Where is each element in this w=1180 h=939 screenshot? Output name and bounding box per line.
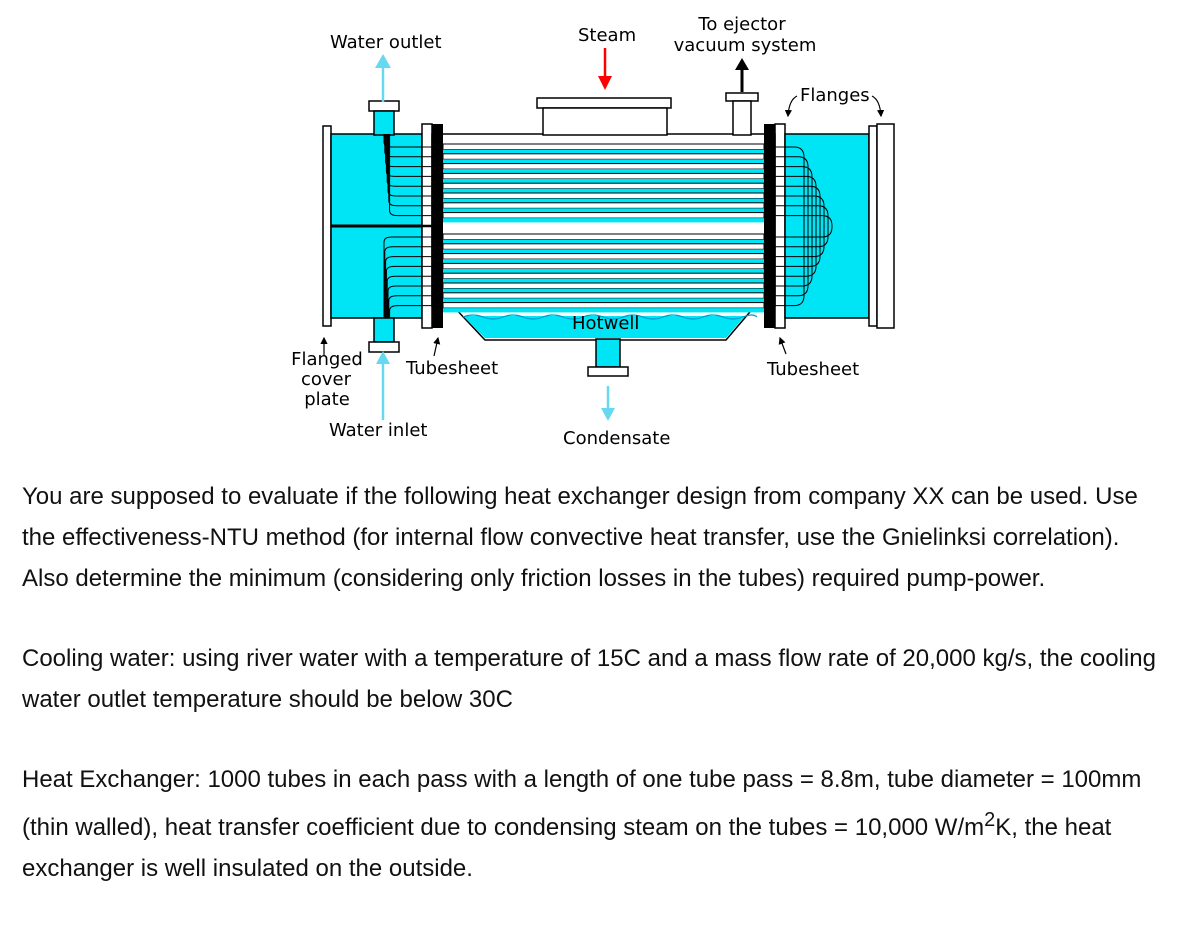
vacuum-arrow [735,58,749,92]
tube-gap [443,249,764,254]
ejector-label-line1: To ejector [697,14,786,35]
tube [442,302,765,309]
problem-statement: You are supposed to evaluate if the foll… [22,476,1167,889]
tube-gap [443,178,764,184]
tube [442,282,765,289]
flanged-label-line2: cover [301,369,352,390]
return-path [775,195,825,258]
tube [442,202,765,209]
right-water-box [774,123,895,329]
problem-paragraph-3: Heat Exchanger: 1000 tubes in each pass … [22,759,1167,889]
tube-gap [443,308,764,313]
tube-gap [443,208,764,213]
tube-gap [443,188,764,193]
tube-gap [443,159,764,164]
tube-gap [443,239,764,244]
flanges-pointer-right [871,95,885,118]
flanges-label: Flanges [800,85,870,106]
tube [442,233,765,240]
tubesheet-left-pointer [433,336,441,357]
problem-paragraph-3-part-1: Heat Exchanger: 1000 tubes in each pass … [22,766,1142,841]
tube [442,182,765,190]
flanges-pointer-left [784,95,798,118]
water-outlet-label: Water outlet [330,32,442,53]
flanged-label-line3: plate [304,389,350,410]
problem-paragraph-3-part-2: K, the heat exchanger is well insulated … [22,814,1112,882]
tube [442,262,765,270]
outflow-path [388,134,440,207]
inflow-path [387,285,440,318]
tube [442,253,765,260]
water-inlet-arrow [376,351,390,420]
problem-paragraph-1: You are supposed to evaluate if the foll… [22,483,1138,592]
return-path [775,146,805,307]
tube-gap [443,198,764,203]
outflow-path [389,134,440,217]
tubesheet-left-label: Tubesheet [405,358,498,379]
tube-gap [443,149,764,154]
tube [442,172,765,180]
tube-gap [443,268,764,274]
condensate-label: Condensate [563,428,670,449]
inflow-path [383,236,440,318]
water-outlet-arrow [375,54,391,102]
tube [442,272,765,280]
vacuum-nozzle [725,92,759,136]
tube-gap [443,218,764,223]
tubesheet-right-pointer [778,336,787,355]
water-outlet-nozzle [368,100,400,136]
tube-gap [443,278,764,283]
water-inlet-label: Water inlet [329,420,427,441]
steam-inlet-dome [536,97,672,136]
inflow-path [388,295,440,318]
tube-gap [443,288,764,293]
inflow-path [385,265,440,318]
inflow-path [385,256,440,318]
tube [442,212,765,219]
right-tubesheet [764,124,775,328]
problem-paragraph-2: Cooling water: using river water with a … [22,645,1156,713]
flanged-label-line1: Flanged [291,349,363,370]
tube [442,292,765,299]
heat-exchanger-diagram: Water outlet Steam To ejector vacuum sys… [291,14,895,449]
water-inlet-nozzle [368,317,400,353]
water-flow-paths [331,134,833,318]
tube-gap [443,169,764,174]
inflow-path [386,275,440,318]
tube [442,143,765,150]
return-path [775,185,821,267]
return-path [775,215,833,238]
condensate-arrow [601,386,615,421]
hotwell-label: Hotwell [572,313,639,334]
condensate-nozzle [587,338,629,377]
tube [442,243,765,250]
return-path [775,166,813,287]
tubesheet-right-label: Tubesheet [766,359,859,380]
tube [442,153,765,160]
tube-gap [443,298,764,303]
steam-arrow [598,48,612,90]
return-path [775,156,809,297]
tube-gap [443,259,764,264]
units-superscript: 2 [984,809,996,831]
return-path [775,175,817,277]
inflow-path [384,246,440,318]
inflow-path [389,305,440,318]
ejector-label-line2: vacuum system [674,35,817,56]
steam-label: Steam [578,25,636,46]
tube [442,192,765,199]
tube [442,163,765,170]
return-path [775,205,829,248]
